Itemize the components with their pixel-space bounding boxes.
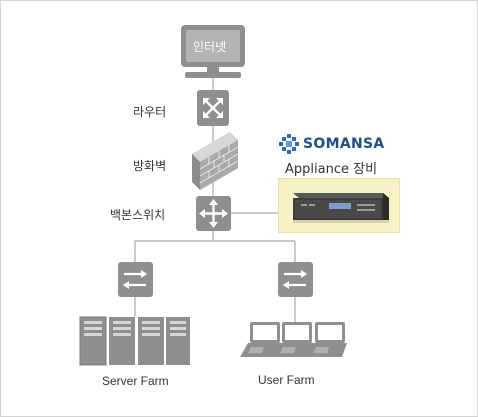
server-farm-label: Server Farm xyxy=(102,374,169,388)
brand-name: SOMANSA xyxy=(303,136,385,152)
laptop-icon xyxy=(305,322,347,357)
server-tower xyxy=(79,316,107,366)
firewall-icon xyxy=(192,132,239,190)
server-tower xyxy=(138,317,164,365)
server-tower xyxy=(166,317,190,365)
somansa-logo-icon xyxy=(279,134,299,154)
firewall-label: 방화벽 xyxy=(133,159,167,173)
appliance-label: Appliance 장비 xyxy=(285,162,378,177)
internet-label: 인터넷 xyxy=(193,40,227,54)
appliance-panel xyxy=(278,178,400,233)
appliance-device-icon xyxy=(293,193,389,223)
router-label: 라우터 xyxy=(133,105,167,119)
backbone-switch-label: 백본스위치 xyxy=(110,208,166,222)
server-switch-icon xyxy=(118,262,153,297)
backbone-switch-icon xyxy=(196,196,231,231)
laptop-icon xyxy=(272,322,314,357)
server-tower xyxy=(109,317,135,365)
router-icon xyxy=(197,90,229,126)
user-farm-label: User Farm xyxy=(258,373,315,387)
internet-monitor-icon xyxy=(181,25,245,78)
laptop-icon xyxy=(240,322,282,357)
user-farm-icon xyxy=(240,322,347,357)
somansa-logo: SOMANSA xyxy=(279,132,385,156)
server-farm-icon xyxy=(79,316,190,366)
connection-lines xyxy=(134,78,296,322)
user-switch-icon xyxy=(278,262,313,297)
